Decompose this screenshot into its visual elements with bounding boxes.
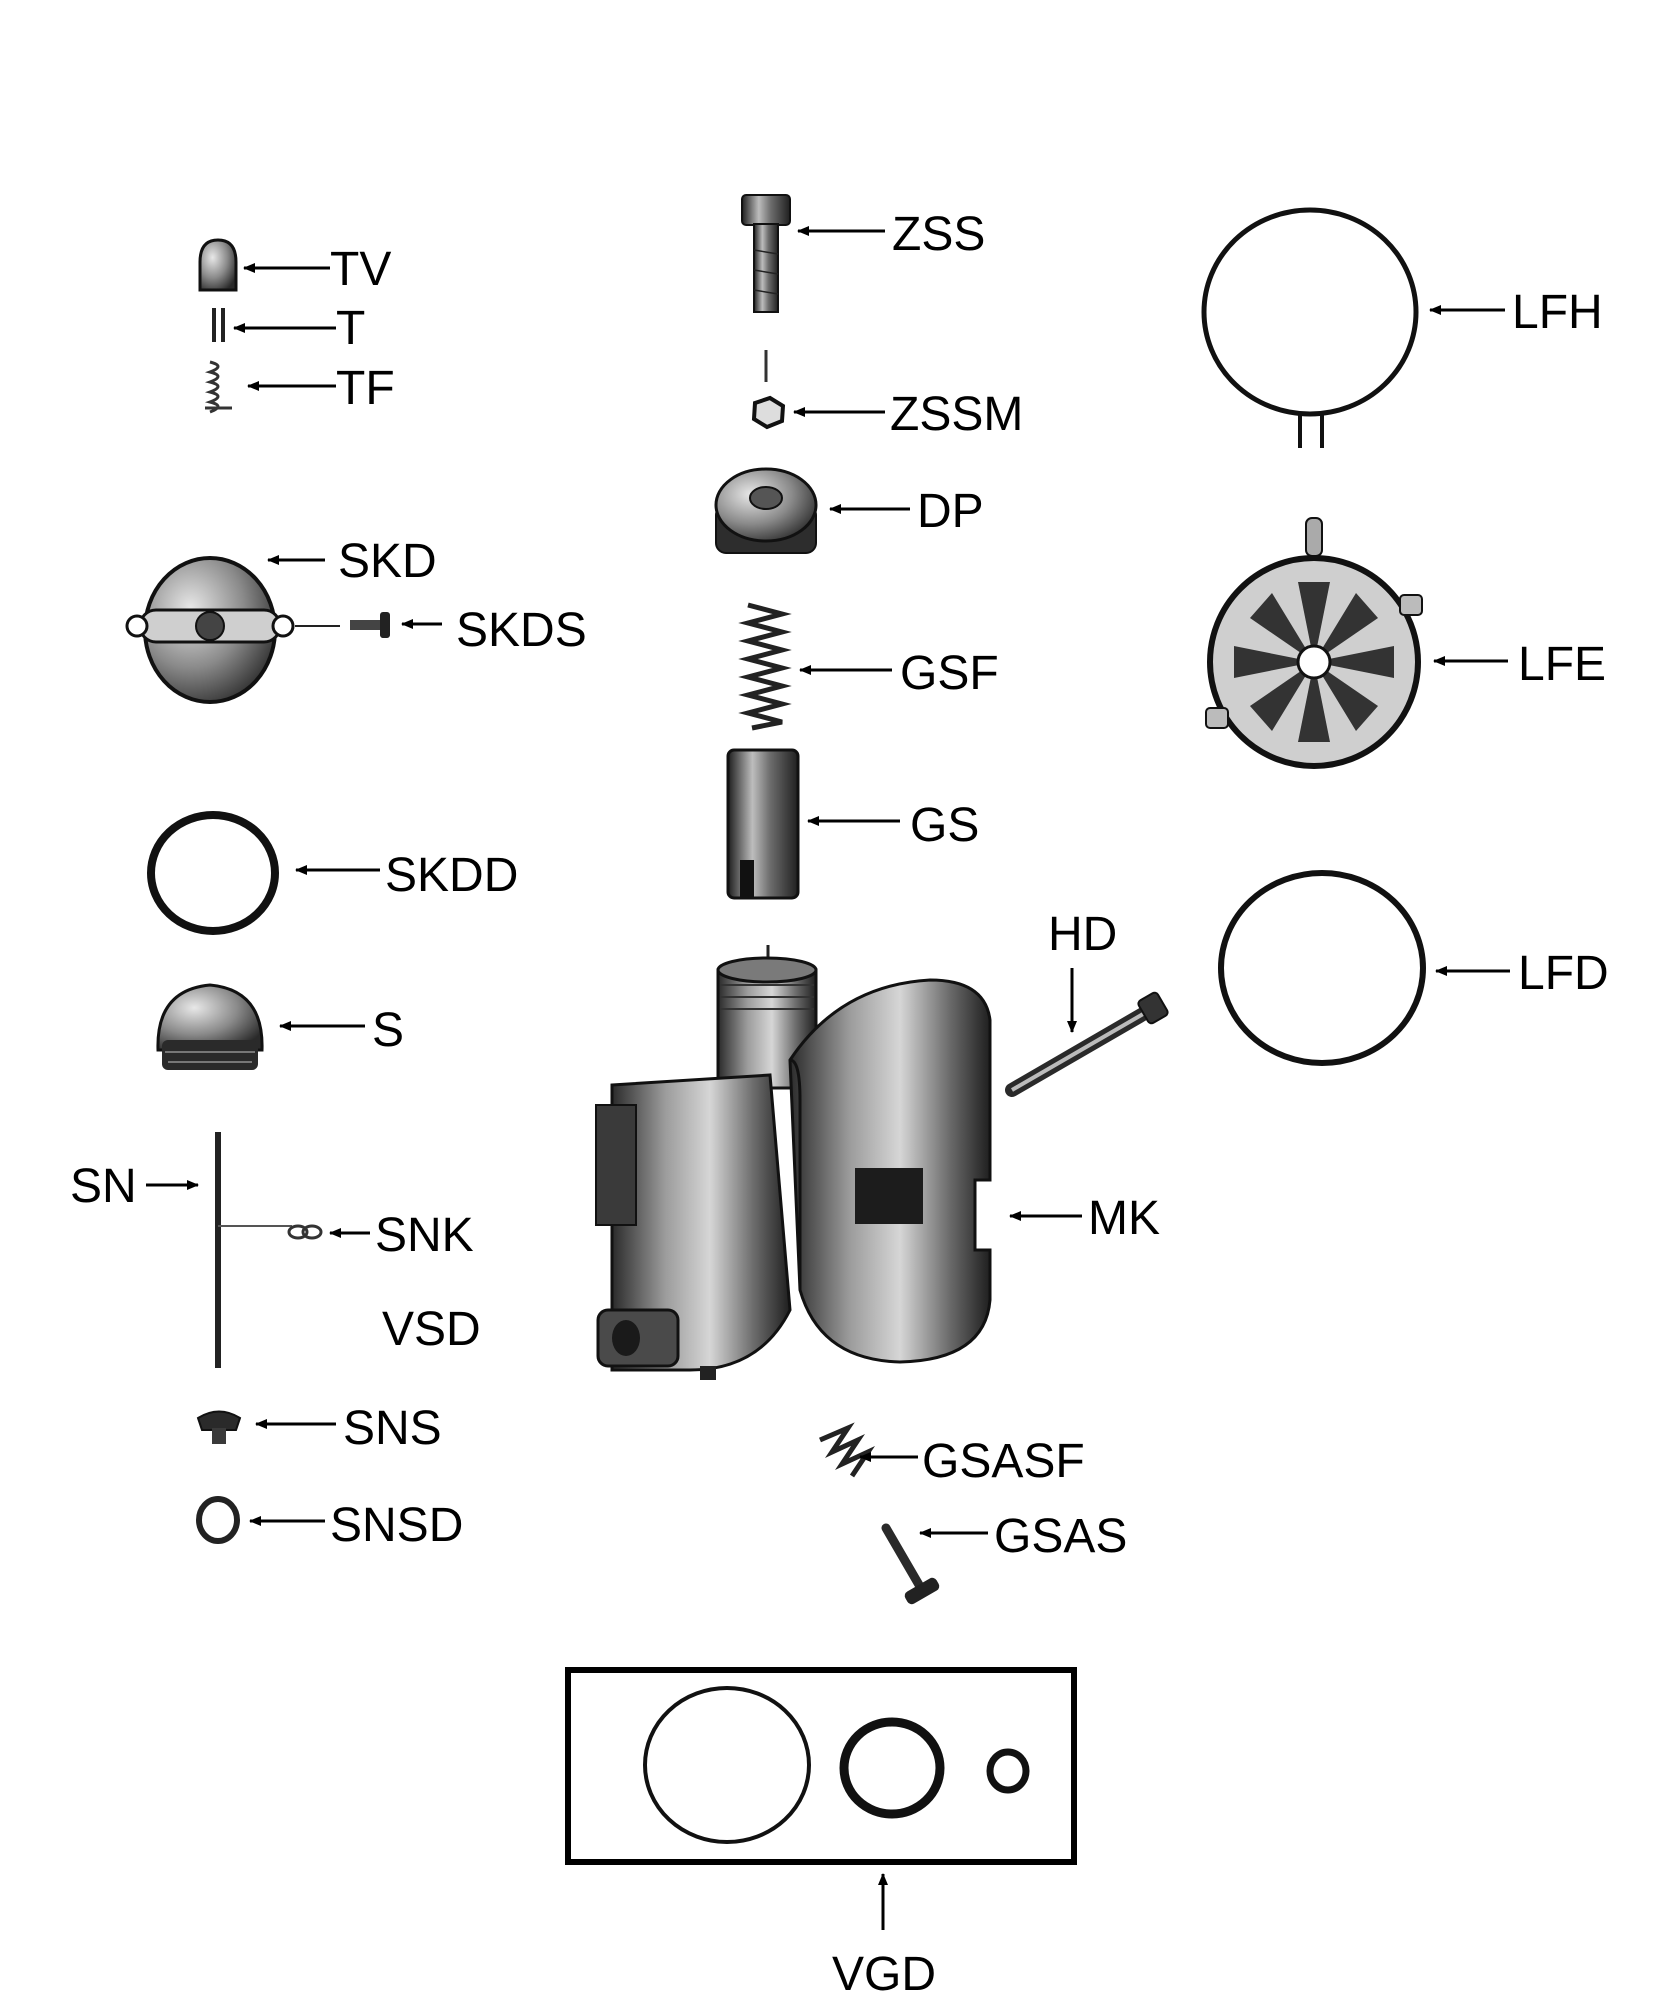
label-mk: MK [1088, 1192, 1160, 1245]
part-gs-icon [726, 748, 800, 900]
label-skdd: SKDD [385, 849, 518, 902]
label-snsd: SNSD [330, 1499, 463, 1552]
label-lfh: LFH [1512, 286, 1603, 339]
part-hd-icon [1005, 991, 1169, 1097]
label-s: S [372, 1004, 404, 1057]
part-sns-icon [196, 1410, 242, 1444]
label-hd: HD [1048, 908, 1117, 961]
label-tf: TF [336, 362, 395, 415]
label-dp: DP [917, 485, 984, 538]
label-gs: GS [910, 799, 979, 852]
vgd-medium-gasket-icon [839, 1717, 945, 1819]
part-s-icon [156, 983, 264, 1070]
part-lfe-icon [1205, 517, 1423, 769]
part-t-icon [212, 308, 225, 342]
label-tv: TV [330, 243, 391, 296]
label-zss: ZSS [892, 208, 985, 261]
label-sns: SNS [343, 1402, 442, 1455]
part-lfh-icon [1201, 207, 1419, 448]
part-snsd-icon [196, 1496, 240, 1544]
label-skds: SKDS [456, 604, 587, 657]
part-skdd-icon [147, 811, 279, 935]
label-vsd: VSD [382, 1303, 481, 1356]
part-lfd-icon [1218, 870, 1426, 1066]
label-gsasf: GSASF [922, 1435, 1085, 1488]
part-skd-icon [125, 556, 340, 704]
vgd-large-gasket-icon [643, 1686, 811, 1844]
label-t: T [336, 302, 365, 355]
part-vgd-box [565, 1667, 1077, 1865]
label-vgd: VGD [832, 1948, 936, 2001]
part-tf-icon [204, 360, 232, 414]
part-mk-icon [595, 945, 992, 1380]
label-snk: SNK [375, 1209, 474, 1262]
part-skds-icon [350, 612, 390, 638]
label-gsf: GSF [900, 647, 999, 700]
label-zssm: ZSSM [890, 388, 1023, 441]
vgd-small-gasket-icon [986, 1748, 1030, 1794]
part-zss-icon [741, 194, 791, 382]
part-sn-icon [215, 1132, 292, 1368]
part-tv-icon [198, 238, 238, 292]
part-zssm-icon [751, 395, 786, 430]
part-gsas-icon [881, 1523, 940, 1605]
label-lfd: LFD [1518, 947, 1609, 1000]
label-lfe: LFE [1518, 638, 1606, 691]
label-gsas: GSAS [994, 1510, 1127, 1563]
label-sn: SN [70, 1160, 137, 1213]
part-dp-icon [714, 467, 818, 554]
part-gsf-icon [738, 602, 792, 731]
part-snk-icon [287, 1224, 323, 1240]
label-skd: SKD [338, 535, 437, 588]
